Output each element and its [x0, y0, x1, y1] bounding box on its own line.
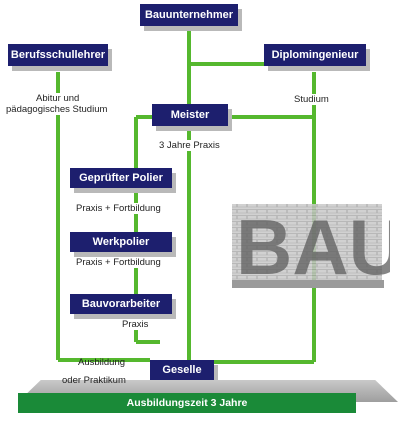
- geselle-box: Geselle: [150, 360, 214, 380]
- berufsschullehrer-box: Berufsschullehrer: [8, 44, 108, 66]
- meister-box: Meister: [152, 104, 228, 126]
- svg-text:BAU: BAU: [236, 203, 390, 290]
- bauvorarbeiter-label: Bauvorarbeiter: [81, 298, 161, 310]
- abitur-label-line1: Abitur und: [36, 93, 80, 104]
- gepruefter-polier-label: Geprüfter Polier: [79, 172, 163, 184]
- abitur-label-line2: pädagogisches Studium: [6, 104, 108, 115]
- praxis-fortbildung-label-1: Praxis + Fortbildung: [76, 203, 161, 214]
- bauvorarbeiter-box: Bauvorarbeiter: [70, 294, 172, 314]
- bauunternehmer-label: Bauunternehmer: [144, 9, 234, 21]
- werkpolier-box: Werkpolier: [70, 232, 172, 252]
- praxis-label: Praxis: [122, 319, 149, 330]
- bau-brick-image: BAU: [232, 203, 390, 290]
- meister-label: Meister: [170, 109, 210, 121]
- ausbildung-label: Ausbildung: [78, 357, 126, 368]
- ausbildungszeit-label: Ausbildungszeit 3 Jahre: [126, 397, 248, 409]
- werkpolier-label: Werkpolier: [92, 236, 150, 248]
- studium-label: Studium: [294, 94, 329, 105]
- geselle-label: Geselle: [162, 364, 202, 376]
- drei-jahre-praxis-label: 3 Jahre Praxis: [159, 140, 220, 151]
- diplomingenieur-label: Diplomingenieur: [271, 49, 359, 61]
- berufsschullehrer-label: Berufsschullehrer: [10, 49, 106, 61]
- bauunternehmer-box: Bauunternehmer: [140, 4, 238, 26]
- praxis-fortbildung-label-2: Praxis + Fortbildung: [76, 257, 161, 268]
- ausbildungszeit-bar: Ausbildungszeit 3 Jahre: [18, 393, 356, 413]
- oder-praktikum-label: oder Praktikum: [62, 375, 126, 386]
- diplomingenieur-box: Diplomingenieur: [264, 44, 366, 66]
- gepruefter-polier-box: Geprüfter Polier: [70, 168, 172, 188]
